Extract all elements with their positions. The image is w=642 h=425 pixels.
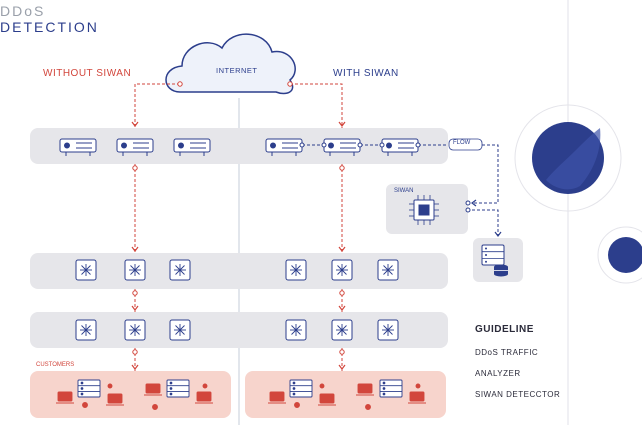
label-without-siwan: WITHOUT SIWAN [43, 68, 132, 79]
switch-8 [124, 319, 146, 341]
guideline-item-analyzer: ANALYZER [475, 369, 521, 378]
label-siwan: SIWAN [394, 188, 414, 194]
ddos-flow-right [290, 83, 343, 371]
routers [59, 138, 419, 156]
switch-12 [377, 319, 399, 341]
guideline-heading: GUIDELINE [475, 324, 534, 335]
label-flow: FLOW [453, 140, 471, 146]
label-customers: CUSTOMERS [36, 362, 75, 368]
switch-10 [285, 319, 307, 341]
switch-4 [285, 259, 307, 281]
decor-circle-large [514, 104, 622, 212]
title-line-1: DDoS [0, 3, 46, 19]
guideline-item-ddos-traffic: DDoS TRAFFIC [475, 348, 539, 357]
switches [75, 259, 399, 341]
customer-devices-right [268, 379, 426, 410]
router-band [30, 128, 448, 164]
guideline-item-siwan-detector: SIWAN DETECCTOR [475, 390, 561, 399]
flow-markers [132, 81, 345, 355]
switch-7 [75, 319, 97, 341]
router-2 [116, 138, 154, 156]
switch-2 [124, 259, 146, 281]
title-line-2: DETECTION [0, 19, 99, 35]
label-with-siwan: WITH SIWAN [333, 68, 399, 79]
siwan-ports [465, 200, 471, 213]
label-internet: INTERNET [216, 66, 258, 75]
analyzer-icon [473, 238, 523, 282]
decor-circle-small [597, 226, 642, 284]
diagram-title: DDoS DETECTION [0, 3, 99, 35]
switch-9 [169, 319, 191, 341]
flow-arrows [131, 121, 346, 370]
switch-3 [169, 259, 191, 281]
router-1 [59, 138, 97, 156]
router-3 [173, 138, 211, 156]
router-4 [265, 138, 303, 156]
chip-icon [409, 195, 439, 225]
switch-11 [331, 319, 353, 341]
switch-5 [331, 259, 353, 281]
flow-lines [302, 144, 499, 236]
flow-tag [448, 138, 483, 151]
internet-cloud [165, 33, 296, 95]
switch-1 [75, 259, 97, 281]
ddos-flow-left [134, 83, 180, 371]
customer-devices-left [56, 379, 213, 410]
flow-arrows-blue [471, 199, 502, 237]
flow-markers-blue [299, 142, 421, 148]
switch-6 [377, 259, 399, 281]
